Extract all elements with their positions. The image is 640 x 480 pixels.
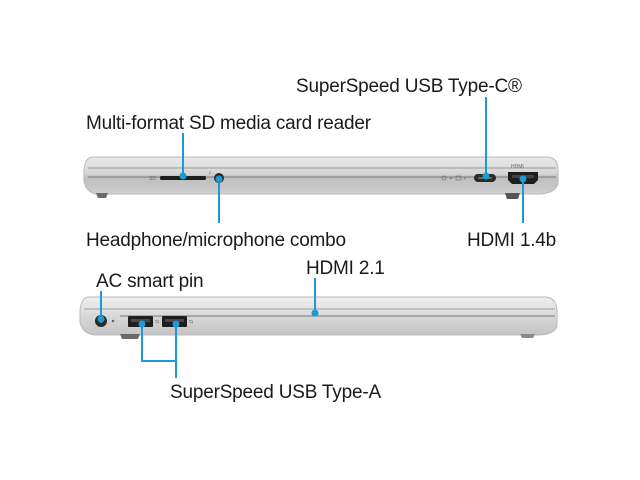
laptop-top-chassis — [83, 156, 559, 195]
label-sd-reader: Multi-format SD media card reader — [86, 113, 371, 134]
callout-lines-top — [179, 97, 527, 223]
hdmi-marking: HDMI — [511, 164, 524, 170]
label-headphone: Headphone/microphone combo — [86, 230, 346, 251]
svg-text:⇆: ⇆ — [155, 319, 159, 325]
label-hdmi-1-4b: HDMI 1.4b — [467, 230, 557, 251]
svg-text:⇆: ⇆ — [189, 319, 193, 325]
sd-marking: SD — [149, 176, 156, 182]
label-ac-smart-pin: AC smart pin — [96, 271, 204, 292]
laptop-left-side: ⇆ ⇆ — [79, 296, 558, 339]
svg-text:⚡: ⚡ — [463, 176, 467, 182]
svg-text:♫: ♫ — [208, 170, 212, 176]
label-hdmi-2-1: HDMI 2.1 — [306, 258, 385, 279]
label-usb-c: SuperSpeed USB Type-C® — [296, 76, 522, 97]
usb-a-port-icon: ⇆ ⇆ — [128, 316, 193, 327]
label-usb-a: SuperSpeed USB Type-A — [170, 382, 381, 403]
callout-lines-bottom — [97, 278, 319, 378]
